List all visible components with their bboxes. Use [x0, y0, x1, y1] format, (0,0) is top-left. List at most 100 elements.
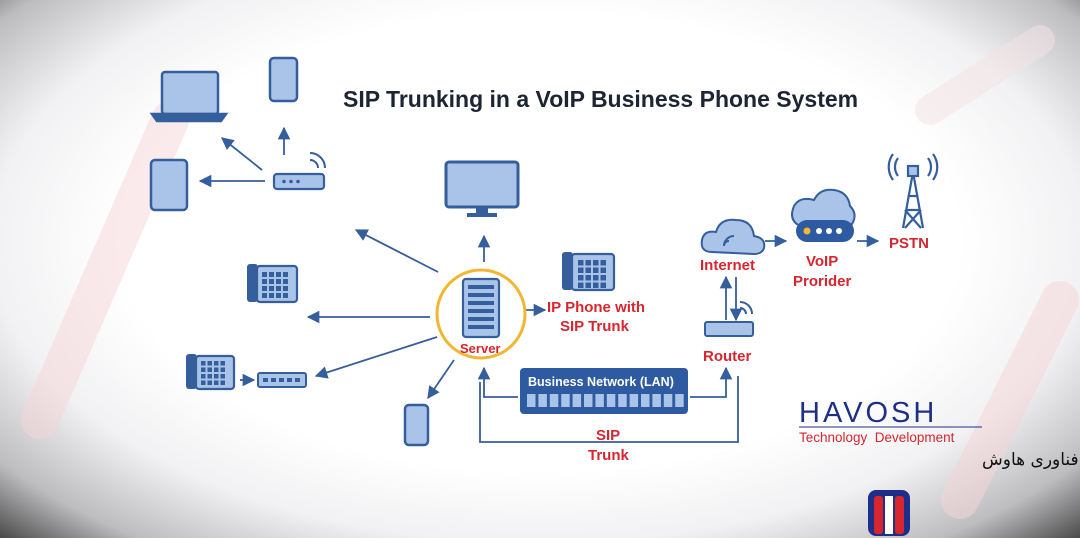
lan-port: [641, 394, 650, 407]
keypad-key: [585, 260, 591, 266]
keypad-key: [593, 260, 599, 266]
keypad-key: [214, 374, 219, 379]
lan-port: [618, 394, 627, 407]
lan-port: [584, 394, 593, 407]
keypad-key: [207, 374, 212, 379]
sip-trunk-path: [479, 376, 739, 443]
keypad-key: [262, 272, 267, 277]
lan-to-server-path: [477, 366, 518, 398]
keypad-key: [262, 279, 267, 284]
keypad-key: [269, 286, 274, 291]
lan-port: [675, 394, 684, 407]
keypad-key: [201, 367, 206, 372]
keypad-key: [207, 367, 212, 372]
keypad-key: [214, 361, 219, 366]
lan-port: [652, 394, 661, 407]
router-icon: [704, 301, 754, 337]
mobile-phone-icon: [403, 403, 430, 447]
network-switch-icon: [257, 372, 307, 388]
keypad-key: [269, 293, 274, 298]
lan-port: [663, 394, 673, 407]
keypad-key: [214, 380, 219, 385]
server-icon: [435, 268, 527, 360]
desk-phone-icon-left: [247, 264, 299, 304]
logo-persian: توسعه فناوری هاوش: [982, 450, 1080, 470]
laptop-icon: [149, 70, 229, 123]
lan-to-router-path: [690, 366, 733, 398]
cloud-icon-internet: [700, 218, 766, 256]
keypad-key: [585, 282, 591, 288]
keypad-key: [207, 380, 212, 385]
logo-tagline: Technology Development: [799, 430, 955, 445]
keypad-key: [201, 380, 206, 385]
keypad-key: [201, 361, 206, 366]
lan-port: [527, 394, 536, 407]
keypad-key: [207, 361, 212, 366]
voip-provider-label-line2: Prorider: [793, 273, 852, 290]
keypad-key: [593, 275, 599, 281]
keypad-key: [269, 279, 274, 284]
keypad-key: [276, 272, 281, 277]
lan-port: [572, 394, 582, 407]
havosh-logo: HAVOSH Technology Development توسعه فناو…: [799, 397, 1080, 536]
cell-tower-icon: [887, 153, 939, 229]
sip-trunk-label-line1: SIP: [596, 427, 620, 444]
cloud-icon-voip-provider: [791, 188, 856, 242]
router-label: Router: [703, 348, 751, 365]
keypad-key: [220, 367, 225, 372]
business-network-lan: [520, 368, 688, 414]
keypad-key: [214, 367, 219, 372]
keypad-key: [578, 267, 584, 273]
keypad-key: [585, 267, 591, 273]
keypad-key: [220, 374, 225, 379]
keypad-key: [600, 275, 606, 281]
keypad-key: [201, 374, 206, 379]
keypad-key: [220, 380, 225, 385]
voip-provider-label-line1: VoIP: [806, 253, 838, 270]
monitor-icon: [444, 160, 520, 217]
keypad-key: [283, 293, 288, 298]
keypad-key: [593, 282, 599, 288]
keypad-key: [220, 361, 225, 366]
server-label: Server: [460, 341, 500, 356]
desk-phone-icon-bottom: [186, 354, 236, 391]
lan-port: [595, 394, 604, 407]
wifi-router-icon: [272, 152, 326, 191]
smartphone-icon: [268, 56, 299, 103]
keypad-key: [276, 293, 281, 298]
pstn-label: PSTN: [889, 235, 929, 252]
connections: [198, 126, 880, 443]
internet-label: Internet: [700, 257, 755, 274]
keypad-key: [262, 286, 267, 291]
server-to-wifi-arrow: [354, 229, 439, 273]
lan-port: [549, 394, 559, 407]
tablet-icon: [149, 158, 189, 212]
keypad-key: [600, 260, 606, 266]
keypad-key: [269, 272, 274, 277]
server-to-switch-arrow: [314, 336, 438, 379]
ip-phone-label-line1: IP Phone with: [547, 299, 645, 316]
diagram-title: SIP Trunking in a VoIP Business Phone Sy…: [343, 86, 858, 112]
background-decoration: [21, 25, 1079, 519]
keypad-key: [262, 293, 267, 298]
keypad-key: [276, 286, 281, 291]
sip-trunk-label-line2: Trunk: [588, 447, 629, 464]
logo-mark-icon: [868, 490, 910, 536]
keypad-key: [283, 272, 288, 277]
keypad-key: [283, 279, 288, 284]
keypad-key: [578, 282, 584, 288]
router-to-laptop-arrow: [221, 137, 263, 171]
lan-port: [561, 394, 570, 407]
lan-label: Business Network (LAN): [528, 375, 674, 389]
keypad-key: [600, 267, 606, 273]
lan-port: [629, 394, 639, 407]
lan-port: [606, 394, 616, 407]
ip-phone-label-line2: SIP Trunk: [560, 318, 630, 335]
keypad-key: [578, 275, 584, 281]
keypad-key: [600, 282, 606, 288]
lan-port: [538, 394, 547, 407]
logo-name: HAVOSH: [799, 397, 937, 429]
ip-phone-icon: [562, 252, 616, 292]
